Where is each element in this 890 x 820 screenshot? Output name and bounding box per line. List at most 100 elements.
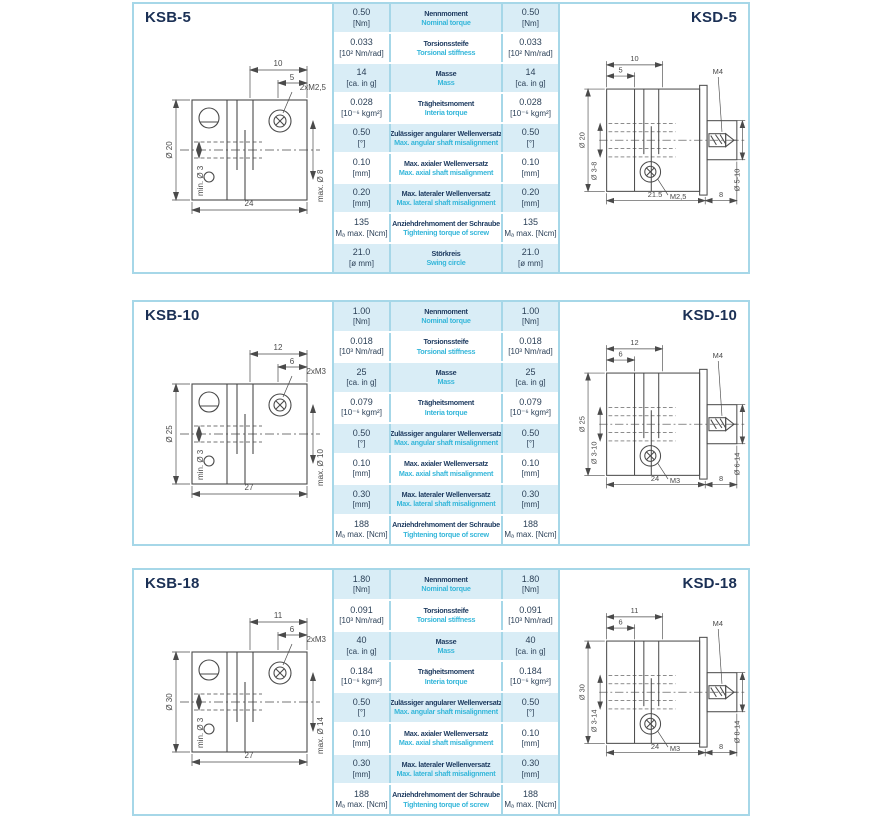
spec-value: 0.30 — [352, 488, 371, 499]
value-cell-left: 188 Mₐ max. [Ncm] — [334, 516, 389, 545]
spec-value: 0.10 — [352, 727, 371, 738]
table-row: 0.079 [10⁻⁶ kgm²] Trägheitsmoment Interi… — [334, 391, 558, 422]
label-english: Max. axial shaft misalignment — [398, 168, 494, 177]
label-german: Anziehdrehmoment der Schraube — [392, 790, 500, 800]
dimension-label: Ø 25 — [577, 416, 586, 432]
product-title-ksb: KSB-10 — [145, 307, 200, 324]
spec-unit: [10² Nm/rad] — [339, 48, 384, 58]
table-row: 188 Mₐ max. [Ncm] Anziehdrehmoment der S… — [334, 783, 558, 814]
spec-value: 0.033 — [519, 37, 542, 48]
table-row: 135 Mₐ max. [Ncm] Anziehdrehmoment der S… — [334, 212, 558, 242]
value-cell-left: 135 Mₐ max. [Ncm] — [334, 214, 389, 242]
spec-value: 0.10 — [521, 727, 540, 738]
value-cell-left: 21.0 [ø mm] — [334, 244, 389, 272]
spec-unit: [mm] — [352, 198, 371, 208]
spec-value: 40 — [356, 635, 367, 646]
label-english: Torsional stiffness — [416, 615, 476, 625]
spec-value: 0.091 — [519, 604, 542, 615]
spec-value: 135 — [353, 217, 370, 228]
dimension-label: 2xM3 — [306, 367, 326, 376]
product-title-ksb: KSB-5 — [145, 9, 192, 26]
label-german: Störkreis — [431, 248, 461, 258]
table-row: 0.10 [mm] Max. axialer Wellenversatz Max… — [334, 452, 558, 484]
label-german: Max. axialer Wellenversatz — [403, 459, 489, 469]
product-panel-ksb18-ksd18: KSB-18 KSD-18 11 — [132, 568, 750, 816]
label-german: Max. axialer Wellenversatz — [403, 728, 489, 738]
spec-table: 0.50 [Nm] Nennmoment Nominal torque 0.50… — [332, 4, 560, 272]
table-row: 0.10 [mm] Max. axialer Wellenversatz Max… — [334, 152, 558, 182]
label-english: Tightening torque of screw — [403, 799, 489, 809]
spec-value: 0.30 — [521, 488, 540, 499]
spec-table: 1.80 [Nm] Nennmoment Nominal torque 1.80… — [332, 570, 560, 814]
value-cell-left: 0.033 [10² Nm/rad] — [334, 34, 389, 62]
label-english: Max. lateral shaft misalignment — [396, 768, 496, 778]
table-row: 1.80 [Nm] Nennmoment Nominal torque 1.80… — [334, 570, 558, 599]
spec-unit: [mm] — [521, 769, 540, 779]
label-english: Max. axial shaft misalignment — [398, 738, 494, 748]
spec-value: 1.80 — [352, 573, 371, 584]
dimension-label: 24 — [651, 742, 659, 751]
spec-unit: [Nm] — [522, 316, 539, 326]
value-cell-right: 0.184 [10⁻⁶ kgm²] — [503, 662, 558, 691]
spec-value: 0.10 — [352, 157, 371, 168]
label-cell: Max. axialer Wellenversatz Max. axial sh… — [389, 154, 503, 182]
dimension-label: min. Ø 3 — [196, 165, 205, 196]
spec-unit: Mₐ max. [Ncm] — [504, 800, 557, 810]
spec-value: 0.50 — [521, 127, 540, 138]
spec-value: 0.033 — [350, 37, 373, 48]
spec-value: 0.30 — [352, 758, 371, 769]
table-row: 40 [ca. in g] Masse Mass 40 [ca. in g] — [334, 629, 558, 661]
dimension-label: 24 — [245, 199, 254, 208]
label-german: Max. axialer Wellenversatz — [403, 158, 489, 168]
spec-unit: [°] — [526, 438, 535, 448]
dimension-label: 6 — [290, 625, 295, 634]
spec-value: 0.028 — [350, 97, 373, 108]
dimension-label: 27 — [245, 483, 254, 492]
spec-unit: [10² Nm/rad] — [508, 48, 553, 58]
label-cell: Masse Mass — [389, 64, 503, 92]
value-cell-left: 25 [ca. in g] — [334, 363, 389, 392]
value-cell-left: 0.50 [Nm] — [334, 4, 389, 32]
value-cell-left: 1.80 [Nm] — [334, 570, 389, 599]
spec-unit: [mm] — [521, 198, 540, 208]
value-cell-left: 0.028 [10⁻⁶ kgm²] — [334, 94, 389, 122]
label-cell: Trägheitsmoment Interia torque — [389, 94, 503, 122]
label-german: Masse — [435, 367, 457, 377]
label-cell: Max. lateraler Wellenversatz Max. latera… — [389, 184, 503, 212]
dimension-label: 6 — [619, 349, 623, 358]
spec-value: 0.079 — [519, 397, 542, 408]
label-english: Nominal torque — [421, 316, 471, 326]
label-english: Tightening torque of screw — [403, 228, 489, 237]
spec-unit: [mm] — [352, 499, 371, 509]
spec-unit: [ca. in g] — [515, 377, 546, 387]
spec-unit: [°] — [357, 438, 366, 448]
label-cell: Max. lateraler Wellenversatz Max. latera… — [389, 485, 503, 514]
spec-value: 0.079 — [350, 397, 373, 408]
table-row: 0.30 [mm] Max. lateraler Wellenversatz M… — [334, 752, 558, 784]
table-row: 0.018 [10³ Nm/rad] Torsionssteife Torsio… — [334, 330, 558, 362]
spec-value: 0.091 — [350, 604, 373, 615]
label-german: Anziehdrehmoment der Schraube — [392, 218, 500, 228]
product-title-ksd: KSD-10 — [682, 307, 737, 324]
value-cell-right: 0.018 [10³ Nm/rad] — [503, 333, 558, 362]
spec-unit: [ø mm] — [518, 258, 543, 268]
value-cell-right: 0.50 [°] — [503, 693, 558, 722]
spec-value: 25 — [356, 366, 367, 377]
table-row: 188 Mₐ max. [Ncm] Anziehdrehmoment der S… — [334, 513, 558, 545]
value-cell-left: 0.10 [mm] — [334, 724, 389, 753]
value-cell-right: 14 [ca. in g] — [503, 64, 558, 92]
label-english: Mass — [437, 377, 455, 387]
value-cell-left: 0.10 [mm] — [334, 154, 389, 182]
product-title-ksd: KSD-18 — [682, 575, 737, 592]
spec-value: 0.184 — [519, 666, 542, 676]
value-cell-right: 0.10 [mm] — [503, 455, 558, 484]
dimension-label: 11 — [631, 606, 639, 615]
value-cell-right: 188 Mₐ max. [Ncm] — [503, 785, 558, 814]
spec-unit: [mm] — [521, 738, 540, 748]
spec-value: 0.50 — [521, 427, 540, 438]
label-german: Max. lateraler Wellenversatz — [401, 188, 491, 198]
table-row: 0.184 [10⁻⁶ kgm²] Trägheitsmoment Interi… — [334, 660, 558, 691]
dimension-label: M3 — [670, 476, 680, 485]
label-cell: Zulässiger angularer Wellenversatz Max. … — [389, 693, 503, 722]
label-cell: Anziehdrehmoment der Schraube Tightening… — [389, 214, 503, 242]
